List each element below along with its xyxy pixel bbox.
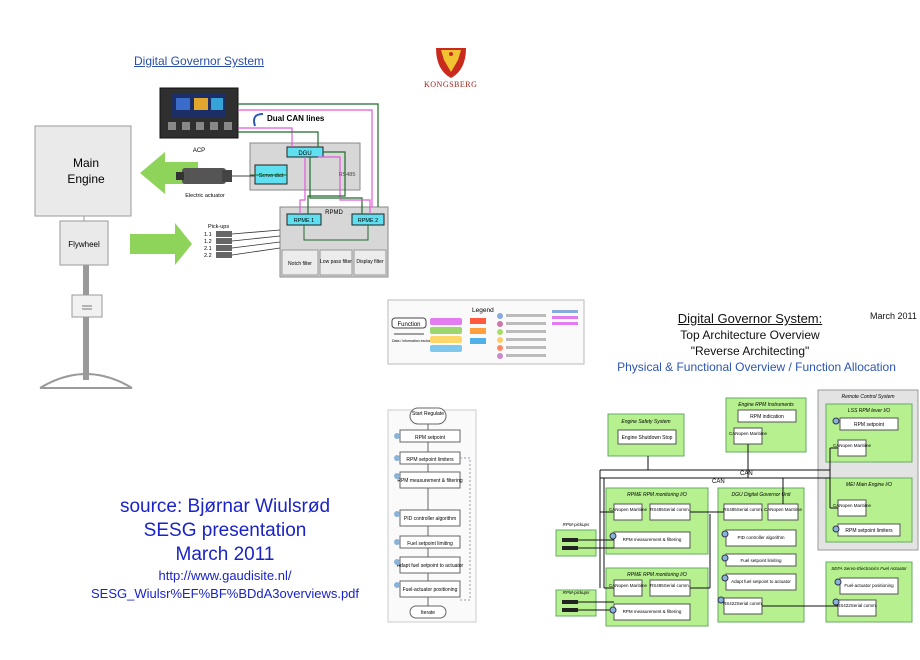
legend-title: Legend — [472, 307, 494, 314]
acp-label: ACP — [193, 148, 205, 154]
flow-step-6: Adapt fuel setpoint to actuator — [397, 563, 464, 569]
rpme2-arch-title: RPME RPM monitoring I/O — [627, 572, 687, 578]
lowpass-filter-box — [319, 249, 353, 276]
legend-function-label: Function — [397, 322, 420, 328]
architecture-diagram: Remote Control System Engine Safety Syst… — [555, 389, 919, 627]
dgu-arch-title: DGU Digital Governor Unit — [732, 492, 792, 498]
right-title-3: "Reverse Architecting" — [690, 344, 810, 358]
rs485-label: RS485 — [339, 172, 356, 178]
mei-title: MEI Main Engine I/O — [846, 482, 892, 488]
can-label-2: CAN — [712, 479, 725, 485]
flow-step-2: RPM setpoint limiters — [406, 457, 454, 463]
green-arrow-right — [130, 223, 192, 265]
dgu-adapt-fuel: Adapt fuel setpoint to actuator — [731, 579, 791, 584]
dgu-label: DGU — [298, 151, 311, 157]
dgu-fuel-limit: Fuel setpoint limiting — [740, 558, 782, 563]
notch-filter-box — [281, 249, 319, 276]
rpme2-label: RPME 2 — [358, 218, 378, 224]
engine-safety-title: Engine Safety System — [621, 419, 670, 425]
rpme1-rs485: RS485Serial comm. — [650, 507, 690, 512]
engine-rpm-canopen: CANopen Maritime — [729, 431, 768, 436]
pickup-2-2: 2.2 — [204, 253, 212, 259]
dgu-rs422: RS422Serial comm. — [723, 601, 763, 606]
main-engine-label-1: Main — [73, 156, 99, 170]
flowchart: Start Regulate RPM setpoint RPM setpoint… — [387, 407, 477, 623]
flow-step-7: Fuel-actuator positioning — [403, 587, 458, 593]
source-line-2: SESG presentation — [143, 520, 307, 541]
sefa-fuel-pos: Fuel-actuator positioning — [844, 583, 894, 588]
electric-actuator: Electric actuator — [176, 168, 232, 199]
flywheel-label: Flywheel — [68, 240, 100, 249]
pickup-1-1: 1.1 — [204, 232, 212, 238]
source-line-1: source: Bjørnar Wiulsrød — [119, 496, 331, 517]
pickup-2-1: 2.1 — [204, 246, 212, 252]
lss-title: LSS RPM lever I/O — [848, 408, 890, 414]
engine-foot — [39, 373, 133, 389]
rpme1-meas: RPM measurement & filtering — [623, 537, 682, 542]
flow-step-5: Fuel setpoint limiting — [407, 541, 453, 547]
flow-start-label: Start Regulate — [412, 411, 444, 417]
acp-panel: ACP — [159, 87, 239, 154]
can-label-1: CAN — [740, 471, 753, 477]
rpm-indication-label: RPM indication — [750, 414, 784, 420]
sefa-title: SEFA Servo-Electronics Fuel Actuator — [831, 566, 907, 571]
engine-rpm-title: Engine RPM Instruments — [738, 402, 794, 408]
left-diagram-title: Digital Governor System — [134, 54, 265, 68]
pickups-label: Pick-ups — [208, 224, 229, 230]
rpme2-meas: RPM measurement & filtering — [623, 609, 682, 614]
mei-canopen: CANopen Maritime — [833, 503, 872, 508]
source-line-3: March 2011 — [175, 544, 275, 565]
servo-label: Servo dict — [259, 173, 284, 179]
rpme1-arch-title: RPME RPM monitoring I/O — [627, 492, 687, 498]
rpme2-rs485: RS485Serial comm. — [650, 583, 690, 588]
source-block: source: Bjørnar Wiulsrød SESG presentati… — [30, 495, 420, 603]
right-title-2: Top Architecture Overview — [680, 328, 820, 342]
main-engine-group: Main Engine Flywheel — [34, 125, 133, 389]
legend-panel: Legend Function Data / information excha… — [387, 299, 585, 365]
lss-rpm-setpoint: RPM setpoint — [854, 422, 885, 428]
display-filter-label: Display filter — [356, 259, 384, 265]
remote-control-title: Remote Control System — [841, 394, 894, 400]
flow-step-4: PID controller algorithm — [404, 516, 456, 522]
rpmd-label: RPMD — [325, 210, 343, 216]
flow-step-3: RPM measurement & filtering — [397, 478, 463, 484]
lowpass-filter-label: Low pass filter — [320, 259, 352, 265]
dgu-pid: PID controller algorithm — [737, 535, 784, 540]
right-date: March 2011 — [870, 311, 917, 321]
right-title-4: Physical & Functional Overview / Functio… — [617, 360, 896, 374]
main-engine-box — [34, 125, 132, 217]
rpme1-canopen: CANopen Maritime — [609, 507, 648, 512]
rpme1-label: RPME 1 — [294, 218, 314, 224]
dgu-canopen: CANopen Maritime — [764, 507, 803, 512]
pickup-1-2: 1.2 — [204, 239, 212, 245]
lss-canopen: CANopen Maritime — [833, 443, 872, 448]
right-title-1: Digital Governor System: — [677, 311, 823, 326]
legend-flow-caption: Data / information exchange — [392, 339, 436, 343]
main-engine-label-2: Engine — [67, 172, 105, 186]
sefa-rs422: RS422Serial comm. — [837, 603, 877, 608]
rpm-pickups-label-2: RPM-pickups — [563, 590, 591, 595]
rpm-pickups-1 — [555, 529, 597, 557]
dual-can-label: Dual CAN lines — [267, 114, 325, 123]
source-url-2[interactable]: SESG_Wiulsr%EF%BF%BDdA3overviews.pdf — [90, 586, 360, 601]
engine-shutdown-label: Engine Shutdown Stop — [622, 435, 673, 441]
flow-end-label: Iterate — [421, 610, 435, 616]
electric-actuator-label: Electric actuator — [185, 193, 225, 199]
rpme2-canopen: CANopen Maritime — [609, 583, 648, 588]
flow-step-1: RPM setpoint — [415, 435, 446, 441]
display-filter-box — [353, 249, 387, 276]
source-url-1[interactable]: http://www.gaudisite.nl/ — [158, 568, 292, 583]
rpm-pickups-label-1: RPM-pickups — [563, 522, 591, 527]
kongsberg-logo-text: KONGSBERG — [424, 80, 478, 89]
kongsberg-logo-icon — [436, 48, 466, 78]
dgu-rs485: RS485Serial comm. — [723, 507, 763, 512]
wiring — [238, 103, 379, 241]
mei-limiters: RPM setpoint limiters — [845, 528, 893, 534]
notch-filter-label: Notch filter — [288, 261, 312, 267]
can-curve-icon — [253, 113, 264, 127]
